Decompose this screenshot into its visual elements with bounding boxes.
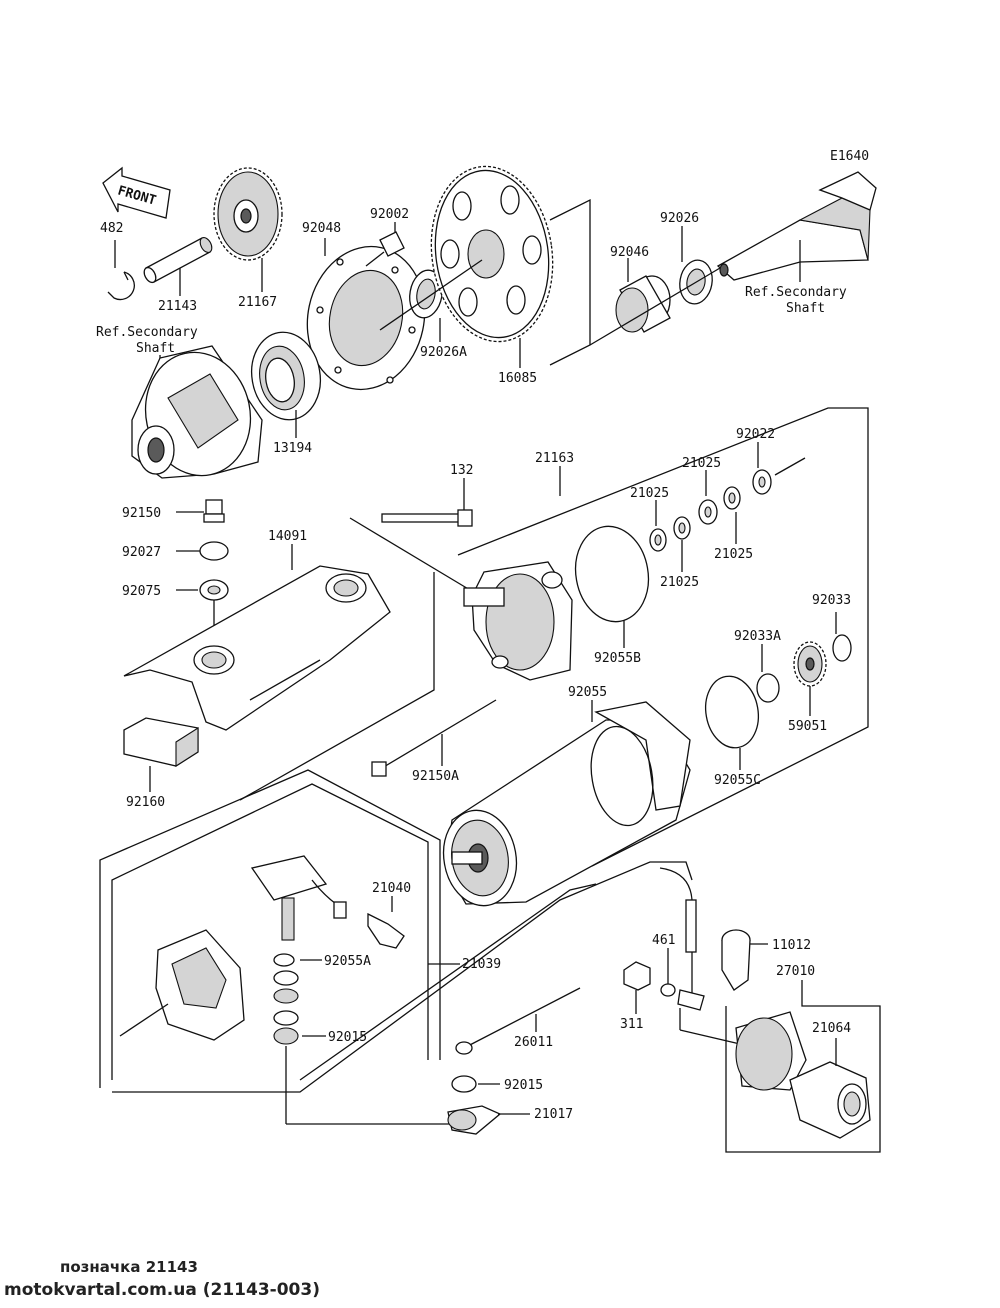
nut-311 — [623, 961, 651, 991]
secondary-shaft-right — [716, 171, 877, 281]
label-21025-a: 21025 — [682, 456, 721, 471]
label-21025-b: 21025 — [630, 486, 669, 501]
label-21017: 21017 — [534, 1107, 573, 1122]
ref-right-line2: Shaft — [786, 301, 825, 316]
oring-92055C — [704, 675, 760, 749]
ref-left-line2: Shaft — [136, 341, 175, 356]
label-11012: 11012 — [772, 938, 811, 953]
starter-clutch-housing — [131, 345, 263, 479]
circlip-482 — [107, 271, 135, 301]
site-credit: motokvartal.com.ua (21143-003) — [4, 1280, 320, 1300]
label-311: 311 — [620, 1017, 643, 1032]
label-92026: 92026 — [660, 211, 699, 226]
bolt-92002 — [365, 231, 405, 267]
label-26011: 26011 — [514, 1035, 553, 1050]
label-21039: 21039 — [462, 957, 501, 972]
label-21025-c: 21025 — [714, 547, 753, 562]
label-21040: 21040 — [372, 881, 411, 896]
caption: позначка 21143 — [60, 1258, 198, 1276]
ref-left-line1: Ref.Secondary — [96, 325, 198, 340]
terminal-lead — [677, 899, 705, 1011]
pin-21143 — [143, 237, 213, 284]
label-13194: 13194 — [273, 441, 312, 456]
gear-21167 — [213, 167, 283, 261]
relay-21064 — [735, 1011, 871, 1139]
label-461: 461 — [652, 933, 675, 948]
label-92055: 92055 — [568, 685, 607, 700]
washer-92022 — [752, 469, 772, 495]
label-482: 482 — [100, 221, 123, 236]
label-92015-b: 92015 — [504, 1078, 543, 1093]
label-92002: 92002 — [370, 207, 409, 222]
ref-right-line1: Ref.Secondary — [745, 285, 847, 300]
washer-stack — [273, 953, 299, 1045]
label-92033: 92033 — [812, 593, 851, 608]
nut-92015 — [451, 1075, 477, 1093]
oring-92055B — [574, 525, 650, 623]
label-92055A: 92055A — [324, 954, 371, 969]
gear-16085 — [430, 165, 554, 343]
label-132: 132 — [450, 463, 473, 478]
cap-11012 — [721, 929, 751, 991]
pad-92160 — [123, 717, 199, 768]
label-92055B: 92055B — [594, 651, 641, 666]
label-92055C: 92055C — [714, 773, 761, 788]
circlip-92033 — [832, 634, 852, 662]
brush-21040 — [250, 855, 405, 949]
label-92046: 92046 — [610, 245, 649, 260]
label-14091: 14091 — [268, 529, 307, 544]
washers-21025 — [649, 486, 741, 552]
label-59051: 59051 — [788, 719, 827, 734]
diagram-code: E1640 — [830, 149, 869, 164]
front-arrow-icon: FRONT — [102, 166, 171, 219]
label-92033A: 92033A — [734, 629, 781, 644]
bolt-132 — [381, 509, 473, 527]
starter-motor-body — [442, 701, 691, 907]
label-27010: 27010 — [776, 964, 815, 979]
label-16085: 16085 — [498, 371, 537, 386]
cable-26011 — [455, 987, 581, 1055]
plate-92048 — [306, 245, 426, 391]
label-92026A: 92026A — [420, 345, 467, 360]
label-92022: 92022 — [736, 427, 775, 442]
bolt-92150 — [203, 499, 225, 523]
grommet-92075 — [199, 579, 229, 601]
bearing-13194 — [251, 331, 321, 421]
gear-59051 — [793, 641, 827, 687]
lockwasher-461 — [660, 983, 676, 997]
label-21064: 21064 — [812, 1021, 851, 1036]
label-21163: 21163 — [535, 451, 574, 466]
label-92027: 92027 — [122, 545, 161, 560]
brush-plate-21039 — [119, 929, 245, 1041]
label-92075: 92075 — [122, 584, 161, 599]
label-21025-d: 21025 — [660, 575, 699, 590]
bolt-92150A — [371, 699, 497, 777]
label-92160: 92160 — [126, 795, 165, 810]
bearing-92046 — [615, 275, 671, 333]
circlip-92033A — [756, 673, 780, 703]
cover-14091 — [123, 565, 391, 731]
end-cover-21163 — [463, 561, 573, 681]
collar-92027 — [199, 541, 229, 561]
label-92150A: 92150A — [412, 769, 459, 784]
label-92048: 92048 — [302, 221, 341, 236]
label-92015-a: 92015 — [328, 1030, 367, 1045]
boot-21017 — [447, 1105, 502, 1135]
label-21143: 21143 — [158, 299, 197, 314]
label-92150: 92150 — [122, 506, 161, 521]
label-21167: 21167 — [238, 295, 277, 310]
